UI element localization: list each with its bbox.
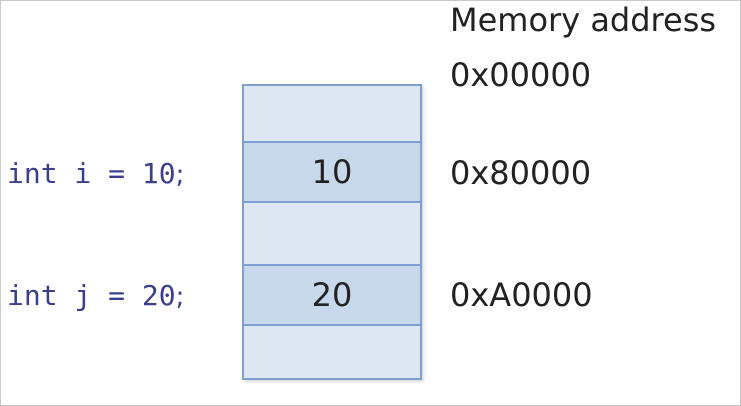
code-declaration-j: int j = 20;: [7, 279, 185, 312]
code-declaration-i-terminator: ;: [175, 160, 185, 190]
memory-cell-j-value: 20: [311, 276, 353, 314]
memory-cell-j: 20: [242, 264, 422, 326]
code-declaration-j-terminator: ;: [175, 282, 185, 312]
address-top: 0x00000: [450, 56, 592, 94]
memory-address-heading: Memory address: [450, 1, 717, 39]
memory-column: 10 20: [242, 84, 422, 380]
address-j: 0xA0000: [450, 276, 593, 314]
memory-cell-i: 10: [242, 141, 422, 203]
memory-cell-i-value: 10: [311, 153, 353, 191]
code-declaration-i: int i = 10;: [7, 157, 185, 190]
code-declaration-j-text: int j = 20: [7, 279, 176, 312]
address-i: 0x80000: [450, 154, 592, 192]
code-declaration-i-text: int i = 10: [7, 157, 176, 190]
